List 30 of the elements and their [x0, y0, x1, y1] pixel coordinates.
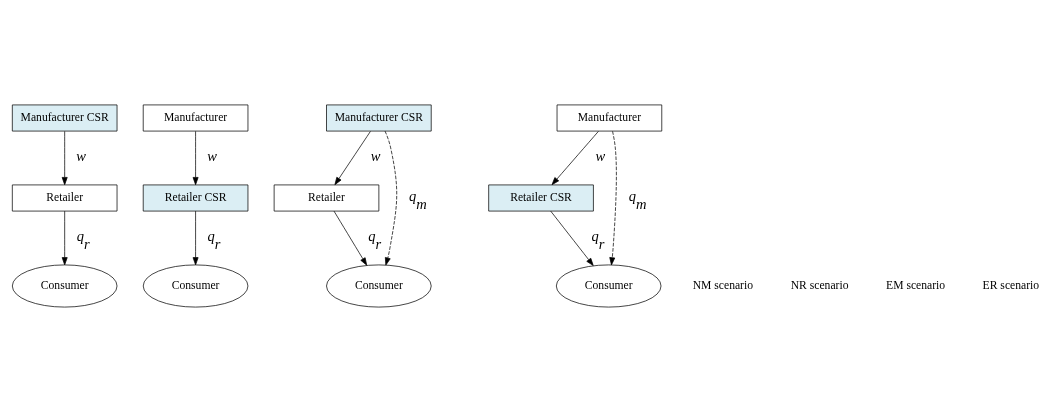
arrow	[61, 210, 68, 265]
arrow	[333, 210, 368, 266]
edge-label: w	[595, 147, 606, 164]
node-ellipse: Consumer	[555, 264, 662, 307]
arrow	[609, 130, 617, 265]
node-ellipse: Consumer	[11, 264, 118, 307]
node-box: Manufacturer CSR	[11, 104, 118, 131]
edge-label: w	[76, 147, 87, 164]
label: ER scenario	[982, 278, 1040, 292]
node-box: Manufacturer	[142, 104, 249, 131]
arrow	[192, 130, 199, 185]
node-ellipse: Consumer	[142, 264, 249, 307]
node-box: Retailer CSR	[488, 184, 594, 211]
node-box: Manufacturer	[556, 104, 663, 131]
arrow	[334, 130, 371, 185]
label: NM scenario	[692, 278, 754, 292]
arrow	[61, 130, 68, 185]
node-box: Retailer	[11, 184, 118, 211]
node-box: Retailer	[273, 184, 380, 211]
node-box: Manufacturer CSR	[326, 104, 432, 131]
arrow	[551, 130, 599, 185]
node-box: Retailer CSR	[142, 184, 249, 211]
label: EM scenario	[886, 278, 946, 292]
label: NR scenario	[790, 278, 849, 292]
node-ellipse: Consumer	[326, 264, 432, 307]
arrow	[550, 210, 594, 266]
arrow	[384, 130, 398, 265]
arrow	[192, 210, 199, 265]
edge-label: w	[370, 147, 381, 164]
edge-label: w	[207, 147, 217, 164]
